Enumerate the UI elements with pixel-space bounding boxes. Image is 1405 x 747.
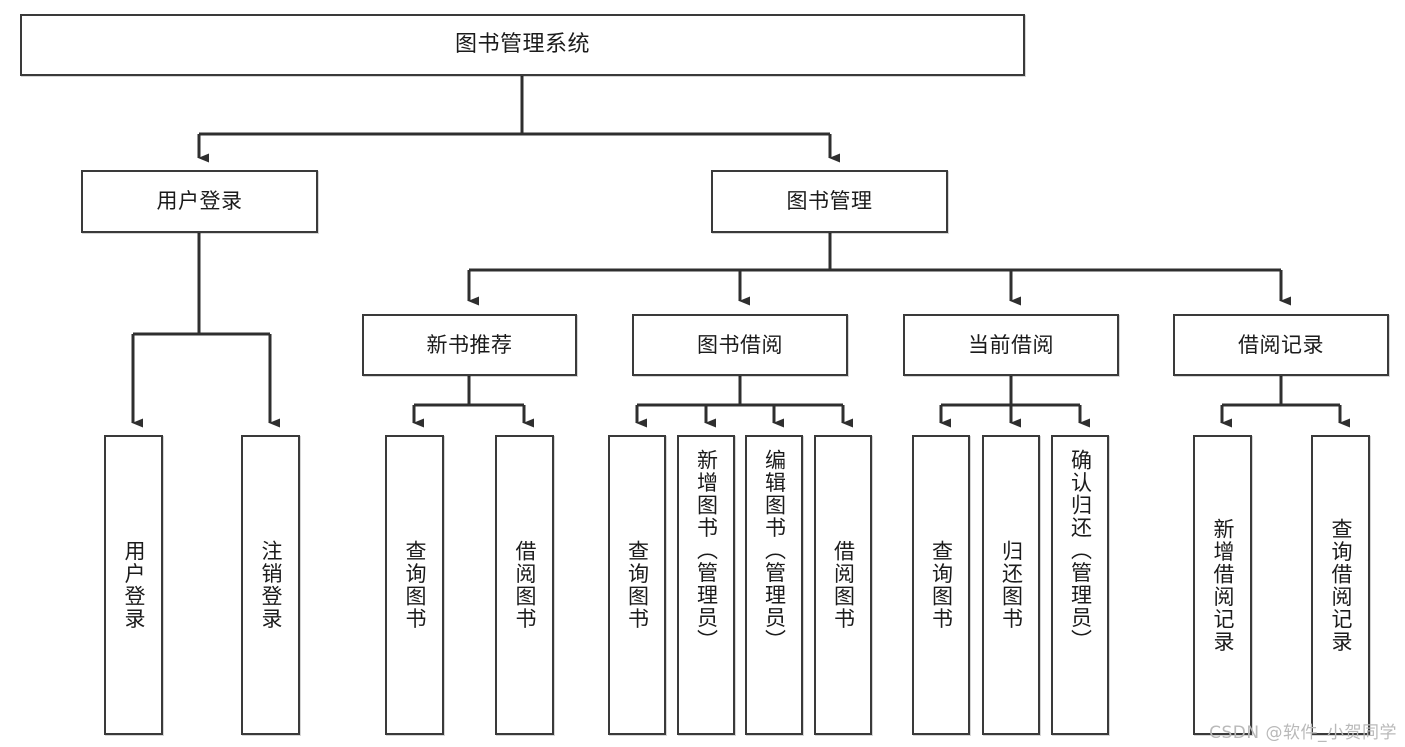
- node-book-manage[interactable]: 图书管理: [711, 170, 948, 233]
- node-label: 新书推荐: [426, 332, 513, 357]
- leaf-new-book-borrow[interactable]: 借阅图书: [495, 435, 554, 735]
- node-label: 注销登录: [258, 540, 283, 630]
- node-label: 图书管理系统: [454, 32, 590, 58]
- node-label: 新增借阅记录: [1210, 517, 1235, 653]
- node-new-book-recommend[interactable]: 新书推荐: [362, 314, 577, 376]
- leaf-current-borrow-query[interactable]: 查询图书: [912, 435, 970, 735]
- node-root-system[interactable]: 图书管理系统: [20, 14, 1025, 76]
- node-label: 编辑图书（管理员）: [762, 449, 787, 652]
- node-user-login[interactable]: 用户登录: [81, 170, 318, 233]
- leaf-borrow-record-add[interactable]: 新增借阅记录: [1193, 435, 1252, 735]
- node-label: 借阅图书: [831, 540, 856, 630]
- node-label: 当前借阅: [968, 332, 1054, 357]
- leaf-book-borrow-query[interactable]: 查询图书: [608, 435, 666, 735]
- node-current-borrow[interactable]: 当前借阅: [903, 314, 1119, 376]
- leaf-book-borrow-edit[interactable]: 编辑图书（管理员）: [745, 435, 803, 735]
- leaf-current-borrow-return[interactable]: 归还图书: [982, 435, 1040, 735]
- node-label: 归还图书: [999, 540, 1024, 630]
- node-label: 图书管理: [786, 189, 873, 214]
- node-label: 查询图书: [402, 540, 427, 630]
- node-label: 图书借阅: [697, 332, 783, 357]
- leaf-user-login-login[interactable]: 用户登录: [104, 435, 163, 735]
- node-label: 用户登录: [121, 540, 146, 630]
- node-book-borrow[interactable]: 图书借阅: [632, 314, 848, 376]
- node-label: 用户登录: [156, 189, 243, 214]
- node-label: 查询图书: [929, 540, 954, 630]
- leaf-book-borrow-borrow[interactable]: 借阅图书: [814, 435, 872, 735]
- leaf-user-login-logout[interactable]: 注销登录: [241, 435, 300, 735]
- leaf-borrow-record-query[interactable]: 查询借阅记录: [1311, 435, 1370, 735]
- leaf-current-borrow-confirm[interactable]: 确认归还（管理员）: [1051, 435, 1109, 735]
- csdn-watermark: CSDN @软件_小贺同学: [1209, 723, 1397, 743]
- node-borrow-record[interactable]: 借阅记录: [1173, 314, 1389, 376]
- node-label: 查询图书: [625, 540, 650, 630]
- leaf-new-book-query[interactable]: 查询图书: [385, 435, 444, 735]
- node-label: 查询借阅记录: [1328, 517, 1353, 653]
- node-label: 确认归还（管理员）: [1068, 449, 1093, 652]
- node-label: 新增图书（管理员）: [694, 449, 719, 652]
- node-label: 借阅图书: [512, 540, 537, 630]
- leaf-book-borrow-add[interactable]: 新增图书（管理员）: [677, 435, 735, 735]
- node-label: 借阅记录: [1238, 332, 1324, 357]
